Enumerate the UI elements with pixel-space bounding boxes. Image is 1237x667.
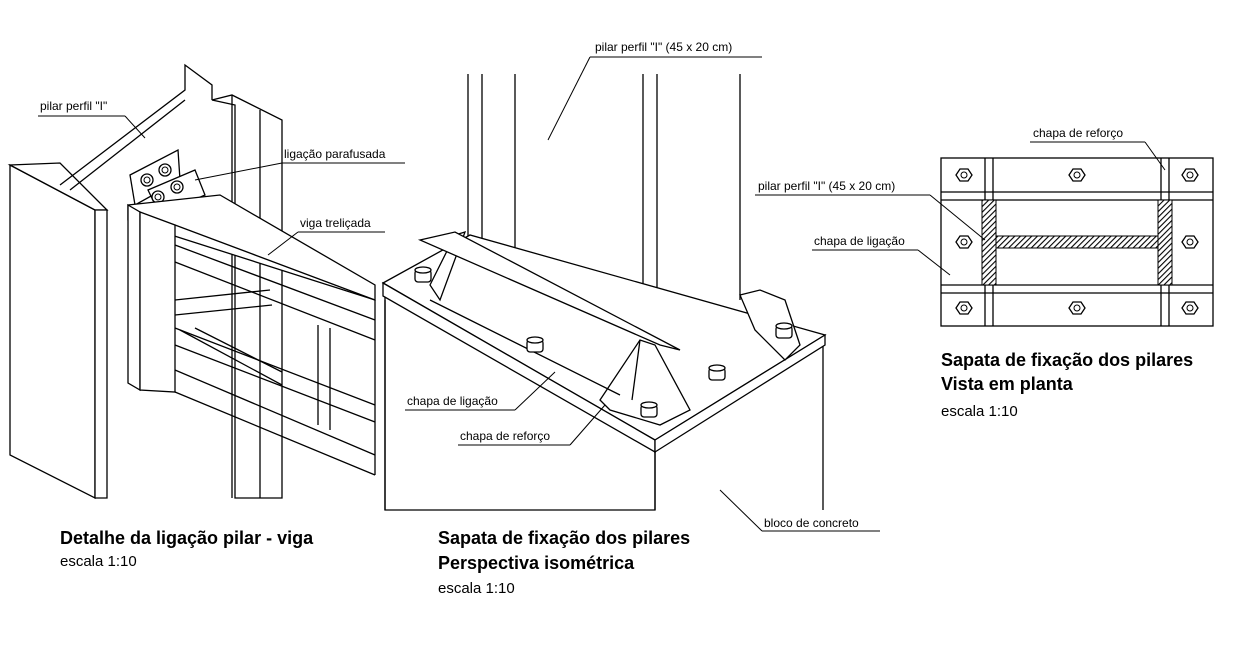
column-flange-edge xyxy=(94,209,108,499)
title-fig1-line1: Detalhe da ligação pilar - viga xyxy=(60,528,314,548)
figure-titles: Detalhe da ligação pilar - viga escala 1… xyxy=(60,350,1193,597)
scale-fig2: escala 1:10 xyxy=(438,580,515,597)
i-profile-section xyxy=(981,199,1173,286)
label-viga-trelicada: viga treliçada xyxy=(300,216,371,230)
label-chapa-de-reforco: chapa de reforço xyxy=(460,429,550,443)
title-fig3-line2: Vista em planta xyxy=(941,374,1074,394)
stiffener-right xyxy=(739,289,801,361)
label-ligacao-parafusada: ligação parafusada xyxy=(284,147,386,161)
label-pilar-perfil-i-dim: pilar perfil "I" (45 x 20 cm) xyxy=(595,40,732,54)
title-fig3-line1: Sapata de fixação dos pilares xyxy=(941,350,1193,370)
label-bloco-de-concreto: bloco de concreto xyxy=(764,516,859,530)
figure-plan-view: chapa de reforço pilar perfil "I" (45 x … xyxy=(755,126,1214,327)
figure-beam-column-connection: pilar perfil "I" ligação parafusada viga… xyxy=(7,63,405,500)
figure-isometric-footing: pilar perfil "I" (45 x 20 cm) chapa de l… xyxy=(381,40,880,532)
title-fig2-line1: Sapata de fixação dos pilares xyxy=(438,528,690,548)
truss-beam xyxy=(127,194,376,476)
label-pilar-perfil-i: pilar perfil "I" xyxy=(40,99,107,113)
scale-fig1: escala 1:10 xyxy=(60,553,137,570)
title-fig2-line2: Perspectiva isométrica xyxy=(438,553,635,573)
scale-fig3: escala 1:10 xyxy=(941,403,1018,420)
label-chapa-de-ligacao: chapa de ligação xyxy=(407,394,498,408)
plan-bolts-icon xyxy=(955,168,1199,315)
bolt-group-icon xyxy=(140,163,184,204)
column-back-flange xyxy=(211,94,283,499)
label-plan-chapa-de-ligacao: chapa de ligação xyxy=(814,234,905,248)
anchor-bolts-icon xyxy=(414,266,793,418)
label-plan-pilar-perfil-i: pilar perfil "I" (45 x 20 cm) xyxy=(758,179,895,193)
column-front-flange xyxy=(9,163,96,500)
label-plan-chapa-de-reforco: chapa de reforço xyxy=(1033,126,1123,140)
